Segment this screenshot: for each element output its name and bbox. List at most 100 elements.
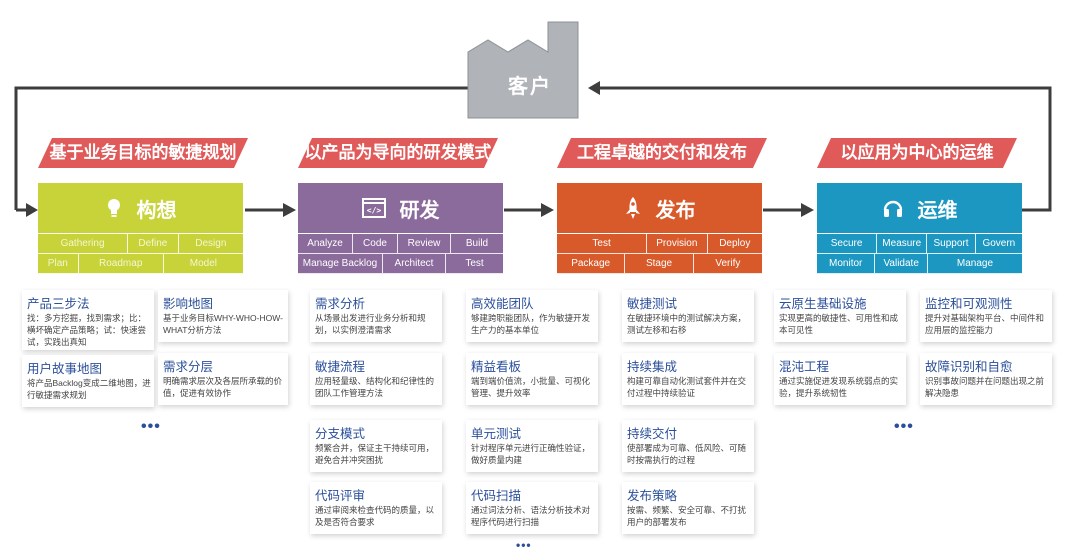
card-desc: 识别事故问题并在问题出现之前解决隐患 <box>925 376 1045 398</box>
card-requirement-analysis: 需求分析 从场景出发进行业务分析和规划，以实例澄清需求 <box>310 290 442 342</box>
banner-app-ops: 以应用为中心的运维 <box>817 138 1017 168</box>
phase-title: 构想 <box>136 199 177 222</box>
arrow-dev-to-release <box>541 203 554 217</box>
card-fault-recovery: 故障识别和自愈 识别事故问题并在问题出现之前解决隐患 <box>920 353 1052 405</box>
card-agile-process: 敏捷流程 应用轻量级、结构化和纪律性的团队工作管理方法 <box>310 353 442 405</box>
card-title: 敏捷流程 <box>315 360 366 374</box>
card-title: 影响地图 <box>163 297 214 311</box>
card-title: 精益看板 <box>471 360 522 374</box>
card-title: 云原生基础设施 <box>779 297 867 311</box>
more-ellipsis: ••• <box>141 418 161 435</box>
arrow-into-ideation <box>26 203 38 217</box>
phase-cell: Stage <box>625 254 694 274</box>
phase-cell: Build <box>451 234 503 254</box>
phase-cell: Define <box>128 234 179 254</box>
svg-text:</>: </> <box>366 206 381 215</box>
card-code-scan: 代码扫描 通过词法分析、语法分析技术对程序代码进行扫描 <box>466 482 598 534</box>
more-ellipsis: ••• <box>894 418 914 435</box>
feedback-loop-line <box>14 86 470 210</box>
phase-cell: Deploy <box>707 234 763 254</box>
card-desc: 通过实施促进发现系统弱点的实验，提升系统韧性 <box>779 376 899 398</box>
phase-cell: Architect <box>383 254 446 274</box>
phase-cell: Analyze <box>298 234 353 254</box>
card-high-performance-team: 高效能团队 够建跨职能团队，作为敏捷开发生产力的基本单位 <box>466 290 598 342</box>
card-agile-testing: 敏捷测试 在敏捷环境中的测试解决方案，测试左移和右移 <box>622 290 754 342</box>
phase-cell: Govern <box>975 234 1022 254</box>
phase-cell: Design <box>178 234 243 254</box>
card-desc: 端到端价值流，小批量、可视化管理、提升效率 <box>471 376 591 398</box>
banner-delivery-release: 工程卓越的交付和发布 <box>557 138 767 168</box>
phase-cell: Test <box>446 254 503 274</box>
phase-title: 研发 <box>399 199 440 222</box>
customer-label: 客户 <box>508 76 552 98</box>
card-lean-kanban: 精益看板 端到端价值流，小批量、可视化管理、提升效率 <box>466 353 598 405</box>
card-title: 单元测试 <box>471 427 522 441</box>
card-unit-test: 单元测试 针对程序单元进行正确性验证，做好质量内建 <box>466 420 598 472</box>
arrow-from-ops <box>588 81 600 95</box>
phase-cell: Package <box>557 254 626 274</box>
phase-cell: Review <box>398 234 451 254</box>
card-title: 高效能团队 <box>471 297 534 311</box>
card-title: 监控和可观测性 <box>925 297 1013 311</box>
card-desc: 在敏捷环境中的测试解决方案，测试左移和右移 <box>627 313 747 335</box>
card-desc: 构建可靠自动化测试套件并在交付过程中持续验证 <box>627 376 747 398</box>
card-desc: 针对程序单元进行正确性验证，做好质量内建 <box>471 443 591 465</box>
phase-cell: Code <box>353 234 398 254</box>
arrow-ideation-to-dev <box>283 203 296 217</box>
card-title: 需求分层 <box>163 360 214 374</box>
card-continuous-integration: 持续集成 构建可靠自动化测试套件并在交付过程中持续验证 <box>622 353 754 405</box>
phase-header: </> 研发 <box>298 183 503 233</box>
ops-to-customer-line <box>600 86 1052 212</box>
phase-cell: Measure <box>877 234 928 254</box>
card-desc: 使部署成为可靠、低风险、可随时按需执行的过程 <box>627 443 747 465</box>
card-desc: 将产品Backlog变成二维地图，进行敏捷需求规划 <box>27 378 151 400</box>
phase-cell: Model <box>163 254 243 274</box>
card-title: 敏捷测试 <box>627 297 678 311</box>
card-title: 混沌工程 <box>779 360 830 374</box>
phase-header: 构想 <box>38 183 243 233</box>
card-title: 需求分析 <box>315 297 366 311</box>
card-user-story-map: 用户故事地图 将产品Backlog变成二维地图，进行敏捷需求规划 <box>22 355 154 407</box>
card-monitoring-observability: 监控和可观测性 提升对基础架构平台、中间件和应用层的监控能力 <box>920 290 1052 342</box>
card-desc: 按需、频繁、安全可靠、不打扰用户的部署发布 <box>627 505 747 527</box>
card-desc: 明确需求层次及各层所承载的价值，促进有效协作 <box>163 376 283 398</box>
card-title: 用户故事地图 <box>27 362 103 376</box>
card-desc: 找：多方挖掘，找到需求；比：横坏确定产品策略；试：快速尝试，实践出真知 <box>27 313 147 347</box>
arrow-release-to-ops <box>801 203 814 217</box>
card-desc: 频繁合并，保证主干持续可用，避免合并冲突困扰 <box>315 443 435 465</box>
phase-cell: Verify <box>693 254 763 274</box>
headset-icon <box>882 197 904 219</box>
card-title: 发布策略 <box>627 489 678 503</box>
code-window-icon: </> <box>361 198 386 218</box>
phase-cell: Manage <box>927 254 1023 274</box>
card-continuous-delivery: 持续交付 使部署成为可靠、低风险、可随时按需执行的过程 <box>622 420 754 472</box>
phase-cell: Gathering <box>38 234 129 254</box>
card-chaos-engineering: 混沌工程 通过实施促进发现系统弱点的实验，提升系统韧性 <box>774 353 906 405</box>
card-title: 持续集成 <box>627 360 678 374</box>
card-branch-mode: 分支模式 频繁合并，保证主干持续可用，避免合并冲突困扰 <box>310 420 442 472</box>
card-desc: 基于业务目标WHY-WHO-HOW-WHAT分析方法 <box>163 313 283 335</box>
phase-header: 发布 <box>557 183 762 233</box>
factory-icon <box>467 21 579 119</box>
lightbulb-icon <box>105 197 123 219</box>
phase-cell: Manage Backlog <box>298 254 383 274</box>
phase-release: 发布 Test Provision Deploy Package Stage V… <box>557 183 763 274</box>
card-desc: 通过审阅来检查代码的质量，以及是否符合要求 <box>315 505 435 527</box>
card-title: 产品三步法 <box>27 297 90 311</box>
card-title: 故障识别和自愈 <box>925 360 1013 374</box>
card-desc: 从场景出发进行业务分析和规划，以实例澄清需求 <box>315 313 426 335</box>
card-desc: 应用轻量级、结构化和纪律性的团队工作管理方法 <box>315 376 435 398</box>
more-ellipsis: ••• <box>516 538 532 552</box>
banner-product-dev: 以产品为导向的研发模式 <box>298 138 498 168</box>
phase-cell: Roadmap <box>78 254 164 274</box>
card-desc: 够建跨职能团队，作为敏捷开发生产力的基本单位 <box>471 313 591 335</box>
phase-cell: Validate <box>875 254 928 274</box>
phase-operations: 运维 Secure Measure Support Govern Monitor… <box>817 183 1023 274</box>
phase-cell: Secure <box>817 234 878 254</box>
banner-agile-planning: 基于业务目标的敏捷规划 <box>38 138 248 168</box>
phase-ideation: 构想 Gathering Define Design Plan Roadmap … <box>38 183 243 274</box>
phase-title: 运维 <box>917 199 958 222</box>
phase-header: 运维 <box>817 183 1022 233</box>
card-title: 代码扫描 <box>471 489 522 503</box>
